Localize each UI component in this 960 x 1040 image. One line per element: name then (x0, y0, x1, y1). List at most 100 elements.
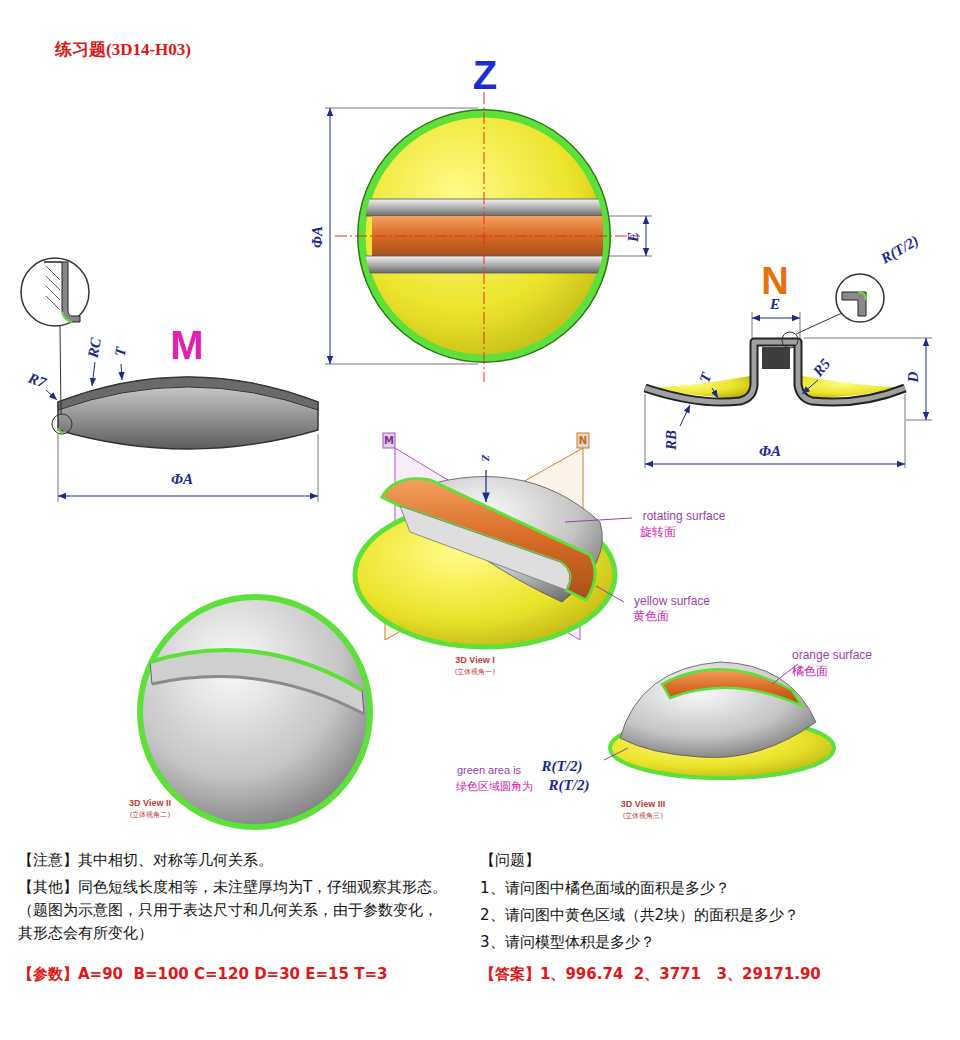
z-view-part (608, 216, 652, 217)
3d-view-two (140, 597, 370, 827)
dimension-label: RB (663, 430, 680, 450)
z-view-part (335, 236, 640, 237)
dimension-label: ΦA (309, 226, 326, 248)
page-title: 练习题(3D14-H03) (55, 40, 191, 60)
m-view-part (44, 262, 80, 322)
z-view-part (325, 364, 478, 365)
n-view-part (926, 338, 927, 420)
note-text: 【参数】A=90 B=100 C=120 D=30 E=15 T=3 (18, 966, 387, 983)
dimension-label: ΦA (171, 471, 193, 488)
3d-view-three-part (662, 669, 802, 706)
m-view-part (46, 390, 57, 400)
m-view-part (58, 496, 318, 497)
n-view-part (782, 332, 798, 348)
n-view-part (752, 318, 800, 319)
m-view-part (21, 258, 89, 326)
dimension-label: R(T/2) (549, 777, 590, 794)
n-view-part (836, 274, 884, 322)
n-view-part (802, 380, 818, 394)
z-view-part (608, 256, 652, 257)
z-view-part (484, 92, 485, 382)
n-view-part (858, 292, 866, 300)
n-view-part (680, 405, 690, 426)
n-view-part (645, 464, 905, 465)
callout-label: 旋转面 (640, 526, 676, 540)
m-view-part (58, 377, 318, 410)
note-text: 【问题】 (480, 852, 940, 869)
note-text: 【答案】1、996.74 2、3771 3、29171.90 (480, 966, 821, 983)
m-view (21, 258, 318, 502)
3d-view-two-part (140, 597, 370, 827)
z-view-part-part (355, 199, 607, 216)
3d-view-one-part (400, 506, 570, 590)
m-view-part (318, 434, 319, 502)
n-view-part (905, 394, 906, 468)
n-view-part (645, 342, 905, 402)
dimension-label: R(T/2) (878, 232, 922, 267)
3d-view-three (604, 662, 834, 778)
dimension-label: ΦA (759, 443, 781, 460)
3d-view-one-part (565, 518, 632, 522)
dimension-label: D (905, 372, 922, 383)
m-view-part (58, 428, 66, 433)
m-view-part (62, 312, 72, 322)
n-view-part (752, 312, 753, 338)
3d-view-one-part (383, 433, 395, 448)
3d-view-three-part (604, 748, 628, 760)
view-letter: M (170, 322, 203, 368)
view-caption: 3D View II (129, 798, 171, 808)
z-view-part (325, 108, 478, 109)
dimension-label: Z (480, 455, 493, 462)
note-text: 【注意】其中相切、对称等几何关系。 (18, 852, 458, 869)
n-view-part (796, 313, 842, 334)
n-view-part (800, 312, 801, 338)
view-caption: 3D View III (621, 799, 665, 809)
note-text: 2、请问图中黄色区域（共2块）的面积是多少？ (480, 907, 940, 924)
n-view-part (762, 347, 790, 369)
m-view-part (58, 377, 318, 449)
m-view-part (58, 434, 59, 502)
z-view-part-part (355, 256, 607, 273)
n-view-part (645, 342, 905, 402)
callout-label: 橘色面 (792, 665, 828, 679)
callout-label: orange surface (792, 649, 872, 663)
m-view-part (92, 362, 95, 386)
z-view-part (330, 108, 331, 364)
z-view-part (646, 216, 647, 256)
m-view-part (121, 364, 122, 380)
dimension-label: R5 (810, 356, 834, 381)
note-text: 1、请问图中橘色面域的面积是多少？ (480, 880, 940, 897)
3d-view-one-part (485, 470, 486, 502)
dimension-label: R7 (26, 370, 48, 392)
3d-view-one (355, 433, 632, 647)
3d-view-two-part (152, 677, 364, 714)
3d-view-two-part (150, 650, 364, 714)
dimension-label: R(T/2) (542, 758, 583, 775)
dimension-label: T (696, 371, 715, 386)
view-caption: (立体视角一) (455, 668, 495, 676)
n-view-part (712, 388, 718, 398)
3d-view-one-part (596, 586, 624, 602)
n-view-part (842, 292, 866, 316)
dimension-label: E (625, 232, 642, 242)
z-view (325, 92, 652, 382)
view-caption: (立体视角三) (623, 812, 663, 820)
callout-label: rotating surface (643, 510, 726, 524)
n-view-part (804, 338, 932, 339)
view-caption: (立体视角二) (130, 811, 170, 819)
callout-label: 黄色面 (633, 610, 669, 624)
callout-label: 绿色区域圆角为 (456, 781, 533, 794)
m-view-part (46, 266, 60, 310)
n-view (645, 274, 932, 468)
n-view-part (906, 420, 932, 421)
plane-tag: M (384, 435, 394, 447)
note-text: 【其他】同色短线长度相等，未注壁厚均为T，仔细观察其形态。（题图为示意图，只用于… (18, 876, 448, 945)
callout-label: yellow surface (634, 595, 710, 609)
dimension-label: E (770, 296, 780, 313)
dimension-label: RC (85, 337, 105, 360)
3d-view-one-part (577, 433, 589, 448)
m-view-part (52, 414, 72, 434)
view-caption: 3D View I (455, 655, 494, 665)
note-text: 3、请问模型体积是多少？ (480, 934, 940, 951)
